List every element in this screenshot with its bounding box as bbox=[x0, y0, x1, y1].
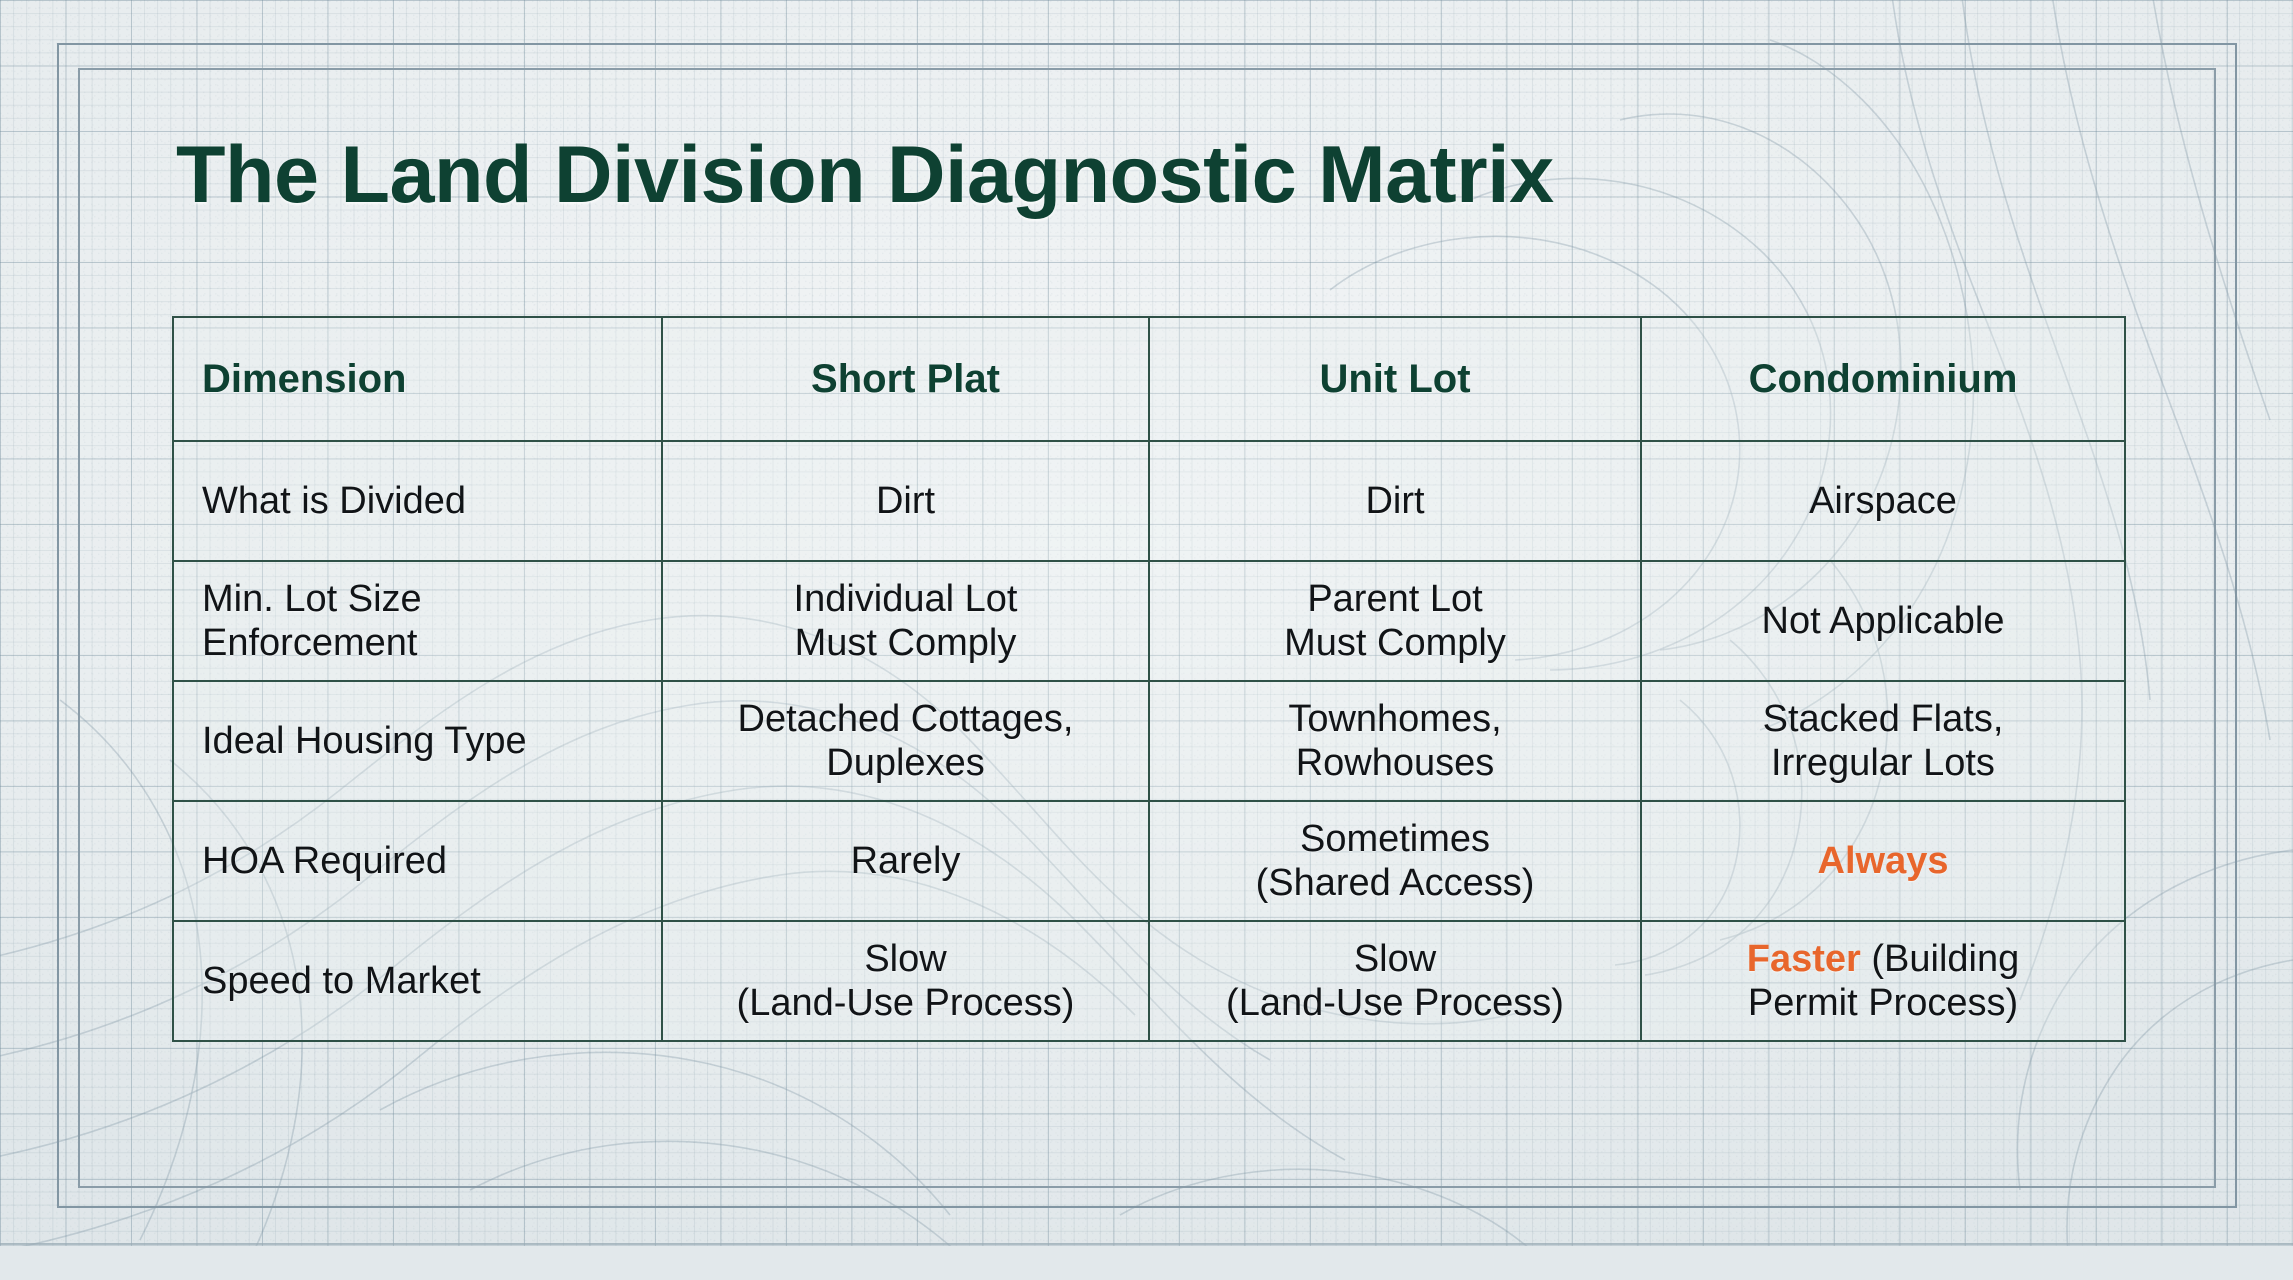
cell-short-plat-0: Dirt bbox=[661, 440, 1150, 562]
cell-line: Sometimes bbox=[1299, 817, 1491, 860]
cell-line: Ideal Housing Type bbox=[202, 719, 527, 762]
land-division-matrix-table: Dimension Short Plat Unit Lot Condominiu… bbox=[172, 316, 2126, 1042]
cell-line: (Land-Use Process) bbox=[736, 982, 1075, 1024]
cell-line: Must Comply bbox=[1284, 622, 1506, 664]
cell-line: Airspace bbox=[1809, 479, 1957, 522]
cell-line: Dirt bbox=[1365, 479, 1425, 522]
cell-line: What is Divided bbox=[202, 479, 466, 522]
cell-line: Always bbox=[1664, 839, 2102, 883]
table-row: What is Divided Dirt Dirt Airspace bbox=[172, 440, 2126, 562]
cell-short-plat-2: Detached Cottages,Duplexes bbox=[661, 680, 1150, 802]
table-header-row: Dimension Short Plat Unit Lot Condominiu… bbox=[172, 316, 2126, 442]
cell-line: (Shared Access) bbox=[1255, 862, 1535, 904]
cell-unit-lot-2: Townhomes,Rowhouses bbox=[1148, 680, 1642, 802]
cell-line: Speed to Market bbox=[202, 959, 481, 1002]
row-label-3: HOA Required bbox=[172, 800, 663, 922]
cell-short-plat-3: Rarely bbox=[661, 800, 1150, 922]
cell-line: Dirt bbox=[875, 479, 936, 522]
cell-line: Townhomes, bbox=[1288, 697, 1502, 740]
row-label-2: Ideal Housing Type bbox=[172, 680, 663, 802]
cell-line: Not Applicable bbox=[1761, 599, 2005, 642]
slide-bottom-fill bbox=[0, 1246, 2293, 1280]
highlighted-term: Always bbox=[1817, 839, 1949, 882]
matrix-container: Dimension Short Plat Unit Lot Condominiu… bbox=[172, 316, 2126, 1042]
cell-line: Enforcement bbox=[202, 622, 418, 664]
cell-line: Duplexes bbox=[826, 742, 985, 784]
cell-line: Min. Lot Size bbox=[202, 577, 422, 620]
cell-line: Detached Cottages, bbox=[737, 697, 1074, 740]
cell-short-plat-4: Slow(Land-Use Process) bbox=[661, 920, 1150, 1042]
cell-unit-lot-0: Dirt bbox=[1148, 440, 1642, 562]
cell-line: (Land-Use Process) bbox=[1226, 982, 1564, 1024]
cell-line: Individual Lot bbox=[793, 577, 1018, 620]
cell-line: Slow bbox=[864, 937, 947, 980]
cell-line: Faster (Building bbox=[1746, 937, 2020, 980]
cell-line: Slow bbox=[1353, 937, 1437, 980]
table-row: HOA Required Rarely Sometimes(Shared Acces… bbox=[172, 800, 2126, 922]
column-header-condominium: Condominium bbox=[1640, 316, 2126, 442]
slide-bottom-edge bbox=[0, 1243, 2293, 1246]
row-label-4: Speed to Market bbox=[172, 920, 663, 1042]
cell-condominium-0: Airspace bbox=[1640, 440, 2126, 562]
cell-line: Rowhouses bbox=[1295, 742, 1495, 784]
highlighted-term: Faster bbox=[1746, 937, 1861, 980]
cell-line: HOA Required bbox=[202, 839, 448, 882]
cell-unit-lot-3: Sometimes(Shared Access) bbox=[1148, 800, 1642, 922]
cell-condominium-2: Stacked Flats,Irregular Lots bbox=[1640, 680, 2126, 802]
cell-line: Parent Lot bbox=[1307, 577, 1483, 620]
cell-condominium-1: Not Applicable bbox=[1640, 560, 2126, 682]
column-header-unit-lot: Unit Lot bbox=[1148, 316, 1642, 442]
column-header-short-plat: Short Plat bbox=[661, 316, 1150, 442]
cell-line: Permit Process) bbox=[1747, 982, 2019, 1024]
table-row: Ideal Housing Type Detached Cottages,Dupl… bbox=[172, 680, 2126, 802]
cell-line: Rarely bbox=[850, 839, 961, 882]
column-header-dimension: Dimension bbox=[172, 316, 663, 442]
cell-unit-lot-4: Slow(Land-Use Process) bbox=[1148, 920, 1642, 1042]
cell-line: Stacked Flats, bbox=[1762, 697, 2004, 740]
row-label-0: What is Divided bbox=[172, 440, 663, 562]
page-title: The Land Division Diagnostic Matrix bbox=[176, 130, 1554, 220]
cell-line: Must Comply bbox=[794, 622, 1017, 664]
matrix-header: Dimension Short Plat Unit Lot Condominiu… bbox=[172, 316, 2126, 442]
cell-condominium-3: Always bbox=[1640, 800, 2126, 922]
cell-line: Irregular Lots bbox=[1771, 742, 1995, 784]
